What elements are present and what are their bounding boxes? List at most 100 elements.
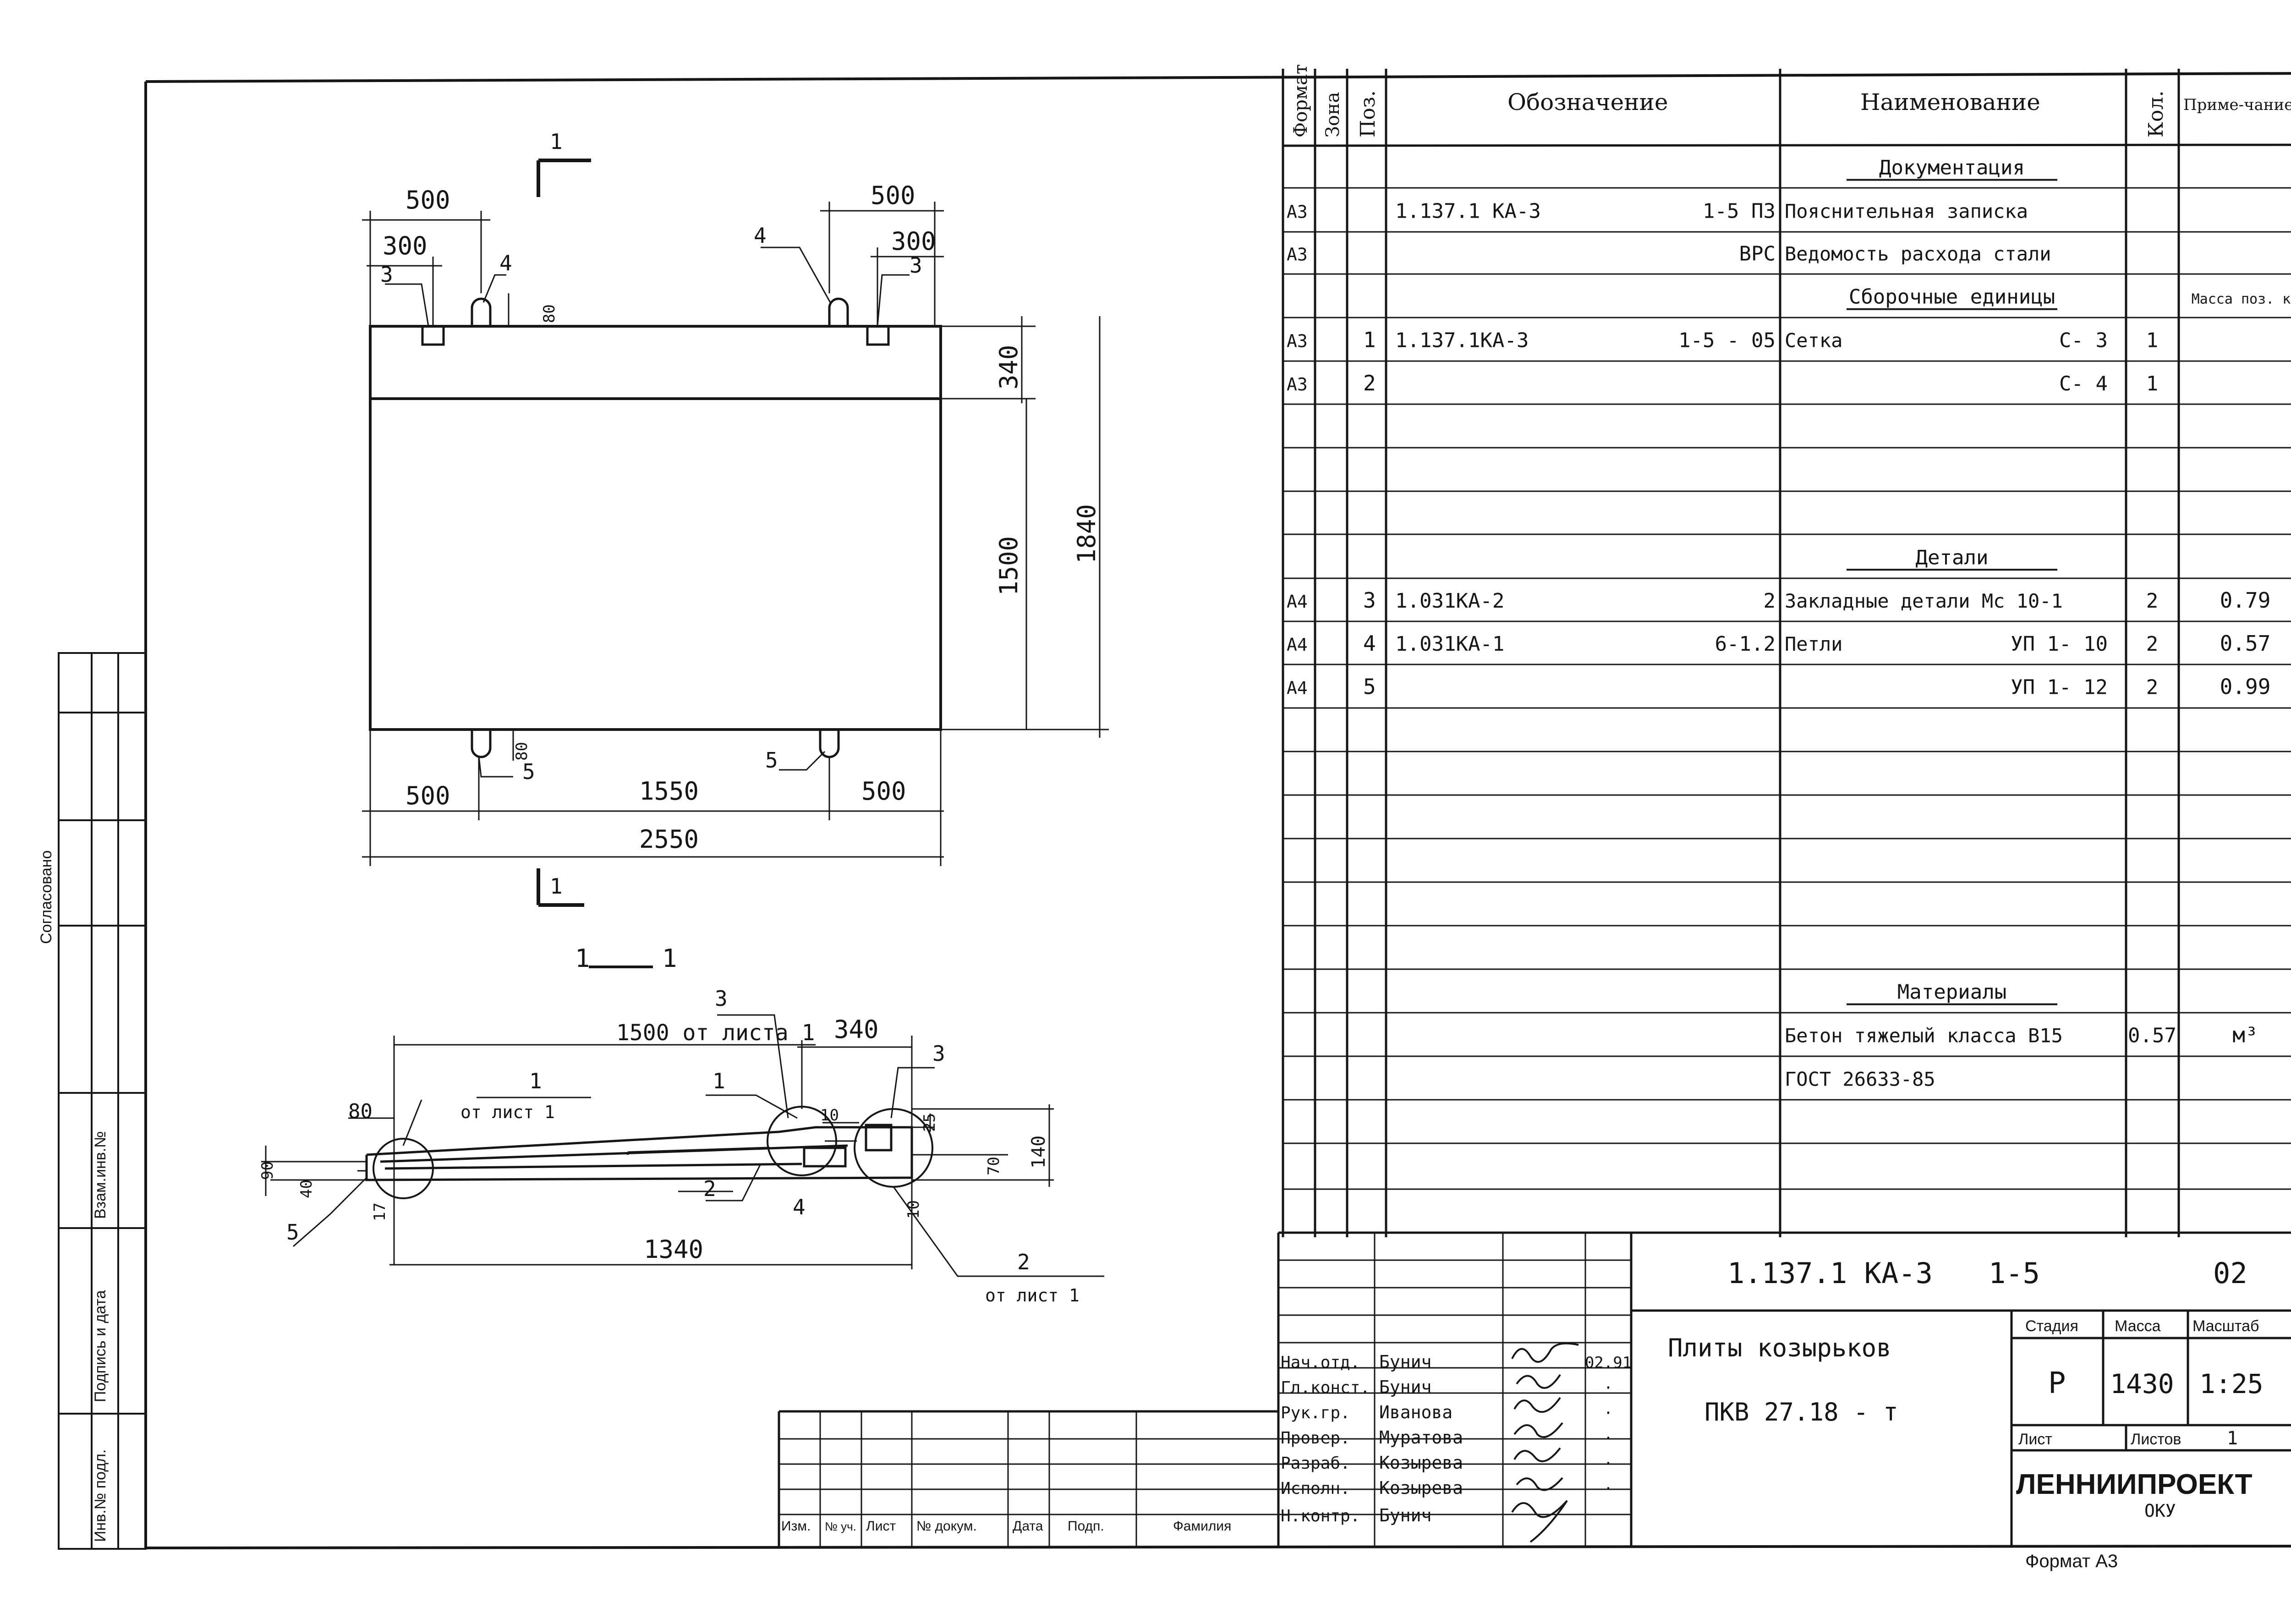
- title-role-date: ·: [1604, 1379, 1613, 1397]
- title-role-name: Бунич: [1379, 1377, 1431, 1397]
- spec-cell-name: Пояснительная записка: [1785, 200, 2028, 222]
- section-callout-2: 2: [1017, 1250, 1030, 1274]
- title-role-name: Бунич: [1379, 1352, 1431, 1372]
- spec-cell-note: 0.79: [2220, 588, 2271, 613]
- spec-cell-pos: 3: [1363, 588, 1376, 613]
- title-role: Рук.гр.: [1281, 1404, 1350, 1422]
- title-role-date: ·: [1604, 1429, 1613, 1448]
- plan-dim-1840: 1840: [1072, 504, 1101, 564]
- title-role: Н.контр.: [1281, 1507, 1360, 1525]
- title-org-sub: ОКУ: [2144, 1501, 2176, 1521]
- title-role: Нач.отд.: [1281, 1353, 1360, 1372]
- rev-label-docno: № докум.: [916, 1519, 977, 1534]
- plan-dim-80-bottom: 80: [513, 742, 531, 761]
- section-dim-10: 10: [820, 1106, 839, 1125]
- spec-cell-pos: 2: [1363, 371, 1376, 395]
- spec-cell-designation: 1.137.1КА-3: [1395, 329, 1529, 352]
- plan-dim-500-left: 500: [406, 186, 450, 214]
- spec-cell-format: А4: [1287, 592, 1308, 612]
- plan-leaders: [385, 247, 910, 778]
- section-callout-1-sheet: от лист 1: [460, 1102, 555, 1122]
- spec-cell-format: А3: [1287, 331, 1308, 351]
- title-mass-label: Масса: [2115, 1317, 2161, 1335]
- plan-pos-4-left: 4: [499, 251, 512, 275]
- spec-cell-note: м³: [2232, 1023, 2258, 1048]
- spec-cell-name: Сетка: [1785, 329, 1842, 352]
- spec-cell-doc: 2: [1764, 589, 1776, 613]
- title-doc-code: 1.137.1 КА-3: [1727, 1256, 1933, 1290]
- spec-header-zone: Зона: [1322, 92, 1343, 137]
- title-role-name: Бунич: [1379, 1505, 1431, 1525]
- section-dim-40: 40: [297, 1180, 316, 1198]
- spec-cell-name-variant: С- 4: [2059, 372, 2108, 395]
- rev-label-section: № уч.: [825, 1520, 856, 1533]
- title-format: Формат А3: [2025, 1551, 2118, 1571]
- spec-cell-designation: 1.031КА-1: [1395, 632, 1504, 656]
- side-label-inventory-no: Инв.№ подл.: [92, 1449, 109, 1542]
- section-dim-1340: 1340: [644, 1235, 703, 1264]
- title-role-name: Иванова: [1379, 1402, 1452, 1422]
- spec-cell-name: Ведомость расхода стали: [1785, 243, 2051, 265]
- section-profile: [365, 1124, 913, 1181]
- spec-cell-pos: 1: [1363, 328, 1376, 352]
- spec-header-pos: Поз.: [1356, 90, 1380, 137]
- title-scale: 1:25: [2199, 1368, 2264, 1399]
- title-role-name: Козырева: [1379, 1478, 1463, 1498]
- title-role-date: 02.91: [1585, 1354, 1632, 1372]
- title-stage: Р: [2048, 1366, 2066, 1400]
- spec-header-note: Приме-чание: [2183, 96, 2291, 114]
- title-doc-sheet: 02: [2213, 1256, 2247, 1290]
- spec-cell-format: А3: [1287, 374, 1308, 395]
- plan-dim-500-bottom-right: 500: [861, 777, 906, 806]
- title-role-name: Муратова: [1379, 1427, 1463, 1448]
- title-name-line1: Плиты козырьков: [1668, 1333, 1891, 1362]
- spec-cell-doc: 6-1.2: [1715, 632, 1776, 656]
- spec-header-format: Формат: [1290, 64, 1311, 137]
- title-role: Исполн.: [1281, 1479, 1350, 1498]
- rev-label-change: Изм.: [781, 1519, 811, 1534]
- spec-header-designation: Обозначение: [1507, 89, 1668, 115]
- section-callout-2-inner: 2: [703, 1176, 716, 1201]
- spec-cell-qty: 1: [2146, 372, 2159, 395]
- plan-pos-3-right: 3: [910, 253, 922, 278]
- section-dim-1500-ref: 1500 от листа 1: [616, 1020, 815, 1046]
- spec-cell-name: Петли: [1785, 633, 1842, 655]
- plan-dim-500-right: 500: [871, 181, 915, 210]
- spec-table-grid: [1282, 69, 2291, 1237]
- side-stamp: [58, 652, 147, 1550]
- title-role: Гл.конст.: [1281, 1378, 1370, 1397]
- spec-cell-doc: ВРС: [1739, 242, 1776, 266]
- title-role-date: ·: [1604, 1454, 1613, 1473]
- section-callout-3b: 3: [932, 1041, 945, 1066]
- title-role-name: Козырева: [1379, 1453, 1463, 1473]
- spec-cell-name: ГОСТ 26633-85: [1785, 1068, 1935, 1091]
- spec-cell-format: А4: [1287, 678, 1308, 698]
- section-marks: [537, 159, 591, 907]
- plan-dim-80-top: 80: [540, 304, 559, 323]
- section-dim-17: 17: [371, 1202, 389, 1221]
- section-callout-5: 5: [286, 1220, 299, 1245]
- title-block-rows: [779, 1233, 1631, 1546]
- spec-cell-format: А3: [1287, 245, 1308, 265]
- spec-cell-name: Бетон тяжелый класса В15: [1785, 1025, 2063, 1047]
- spec-cell-qty: 1: [2146, 329, 2159, 352]
- title-stage-label: Стадия: [2025, 1317, 2078, 1335]
- title-role-date: ·: [1604, 1404, 1613, 1422]
- title-sheets-value: 1: [2227, 1428, 2238, 1449]
- title-block-grid: [778, 1231, 2291, 1546]
- rev-label-sheet: Лист: [866, 1519, 896, 1534]
- title-doc-issue: 1-5: [1989, 1256, 2040, 1290]
- side-label-replaces: Взам.инв.№: [92, 1131, 109, 1219]
- spec-section-heading: Сборочные единицы: [1849, 285, 2055, 309]
- spec-cell-qty: 2: [2146, 632, 2159, 656]
- section-title-left: 1: [575, 944, 590, 973]
- spec-cell-qty: 0.57: [2128, 1024, 2176, 1048]
- title-mass: 1430: [2110, 1368, 2174, 1399]
- section-dim-90: 90: [258, 1161, 277, 1180]
- plan-pos-4-right: 4: [754, 223, 767, 248]
- spec-cell-note: Масса поз. кг: [2192, 291, 2291, 307]
- section-dim-25: 25: [921, 1113, 939, 1132]
- spec-section-heading: Документация: [1879, 156, 2025, 180]
- rev-label-sign: Подп.: [1068, 1519, 1104, 1534]
